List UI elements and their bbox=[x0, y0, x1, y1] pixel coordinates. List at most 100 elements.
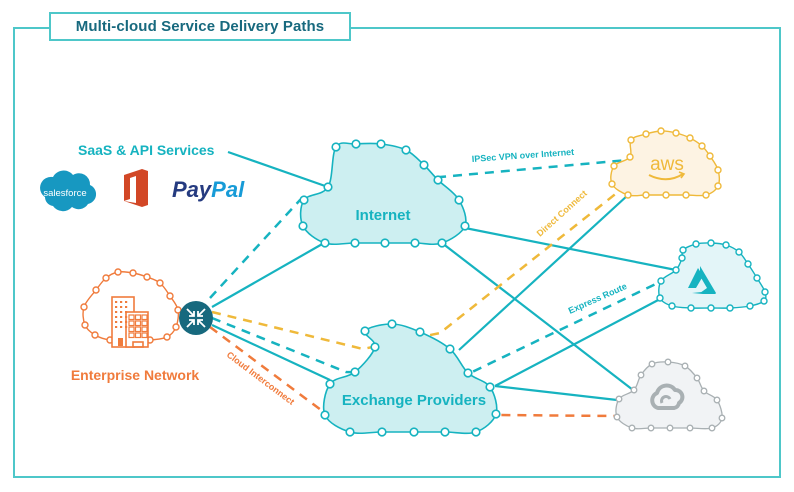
window bbox=[128, 326, 135, 333]
window bbox=[115, 316, 118, 318]
node-dot bbox=[664, 358, 672, 366]
node-dot bbox=[624, 191, 632, 199]
node-dot bbox=[656, 294, 664, 302]
window bbox=[134, 320, 142, 327]
node-dot bbox=[626, 153, 634, 161]
node-dot bbox=[80, 303, 88, 311]
svg-text:PayPal: PayPal bbox=[172, 177, 245, 202]
enterprise-label: Enterprise Network bbox=[71, 367, 200, 383]
cloud-gcp[interactable] bbox=[613, 358, 726, 432]
node-dot bbox=[657, 277, 665, 285]
node-dot bbox=[491, 409, 501, 419]
window bbox=[141, 326, 148, 333]
node-dot bbox=[628, 424, 636, 432]
node-dot bbox=[485, 382, 495, 392]
gcp-logo-icon bbox=[650, 383, 685, 410]
line-internet-to-gcp bbox=[441, 242, 634, 391]
node-dot bbox=[726, 304, 734, 312]
line-exchange-to-aws bbox=[458, 194, 629, 351]
node-dot bbox=[129, 269, 137, 277]
node-dot bbox=[630, 386, 638, 394]
node-dot bbox=[627, 136, 635, 144]
node-dot bbox=[143, 273, 151, 281]
node-dot bbox=[433, 175, 443, 185]
window bbox=[115, 311, 118, 313]
node-dot bbox=[415, 327, 425, 337]
window bbox=[120, 326, 123, 328]
window bbox=[125, 311, 128, 313]
node-dot bbox=[454, 195, 464, 205]
title-box: Multi-cloud Service Delivery Paths bbox=[49, 12, 351, 41]
node-dot bbox=[735, 248, 743, 256]
node-dot bbox=[666, 424, 674, 432]
node-dot bbox=[687, 304, 695, 312]
node-dot bbox=[91, 331, 99, 339]
cloud-internet[interactable] bbox=[298, 139, 470, 248]
window bbox=[128, 320, 135, 327]
node-dot bbox=[380, 238, 390, 248]
window bbox=[125, 326, 128, 328]
node-dot bbox=[92, 286, 100, 294]
aws-logo: aws bbox=[648, 154, 686, 181]
node-dot bbox=[410, 238, 420, 248]
paypal-logo: PayPal bbox=[172, 177, 245, 202]
node-dot bbox=[648, 360, 656, 368]
node-dot bbox=[700, 387, 708, 395]
node-dot bbox=[471, 427, 481, 437]
node-dot bbox=[708, 424, 716, 432]
window bbox=[141, 314, 148, 321]
window bbox=[125, 321, 128, 323]
node-dot bbox=[440, 427, 450, 437]
window bbox=[115, 306, 118, 308]
node-dot bbox=[698, 142, 706, 150]
node-dot bbox=[172, 323, 180, 331]
diagram-frame bbox=[13, 27, 781, 478]
router-icon[interactable] bbox=[179, 301, 213, 335]
window bbox=[120, 311, 123, 313]
line-internet-to-azure bbox=[459, 225, 677, 272]
line-exchange-to-gcp bbox=[494, 384, 618, 402]
node-dot bbox=[320, 238, 330, 248]
node-dot bbox=[360, 326, 370, 336]
node-dot bbox=[350, 367, 360, 377]
node-dot bbox=[744, 260, 752, 268]
window bbox=[141, 332, 148, 339]
node-dot bbox=[460, 221, 470, 231]
node-dot bbox=[610, 162, 618, 170]
node-dot bbox=[166, 292, 174, 300]
internet-label: Internet bbox=[355, 207, 410, 224]
node-dot bbox=[419, 160, 429, 170]
node-dot bbox=[163, 333, 171, 341]
node-dot bbox=[753, 274, 761, 282]
node-dot bbox=[376, 139, 386, 149]
line-router-to-exchange bbox=[211, 324, 331, 381]
window bbox=[120, 321, 123, 323]
cloud-aws[interactable] bbox=[608, 127, 722, 199]
line-saas-to-internet bbox=[227, 150, 329, 189]
aws-smile-icon bbox=[648, 173, 684, 181]
node-dot bbox=[714, 166, 722, 174]
node-dot bbox=[706, 152, 714, 160]
label-ipsec-vpn: IPSec VPN over Internet bbox=[471, 147, 574, 164]
node-dot bbox=[681, 362, 689, 370]
window bbox=[125, 316, 128, 318]
salesforce-text: salesforce bbox=[43, 188, 86, 199]
cloud-exchange[interactable] bbox=[320, 319, 501, 437]
node-dot bbox=[702, 191, 710, 199]
node-dot bbox=[156, 279, 164, 287]
node-dot bbox=[647, 424, 655, 432]
node-dot bbox=[657, 127, 665, 135]
line-router-to-internet bbox=[211, 242, 325, 308]
node-dot bbox=[642, 191, 650, 199]
paypal-text-pal: Pal bbox=[211, 177, 245, 202]
azure-logo-icon bbox=[688, 266, 716, 294]
node-dot bbox=[377, 427, 387, 437]
node-dot bbox=[682, 191, 690, 199]
node-dot bbox=[445, 344, 455, 354]
node-dot bbox=[672, 266, 680, 274]
cloud-azure[interactable] bbox=[656, 239, 769, 312]
node-dot bbox=[707, 239, 715, 247]
window bbox=[141, 320, 148, 327]
aws-text: aws bbox=[650, 154, 684, 175]
node-dot bbox=[761, 288, 769, 296]
